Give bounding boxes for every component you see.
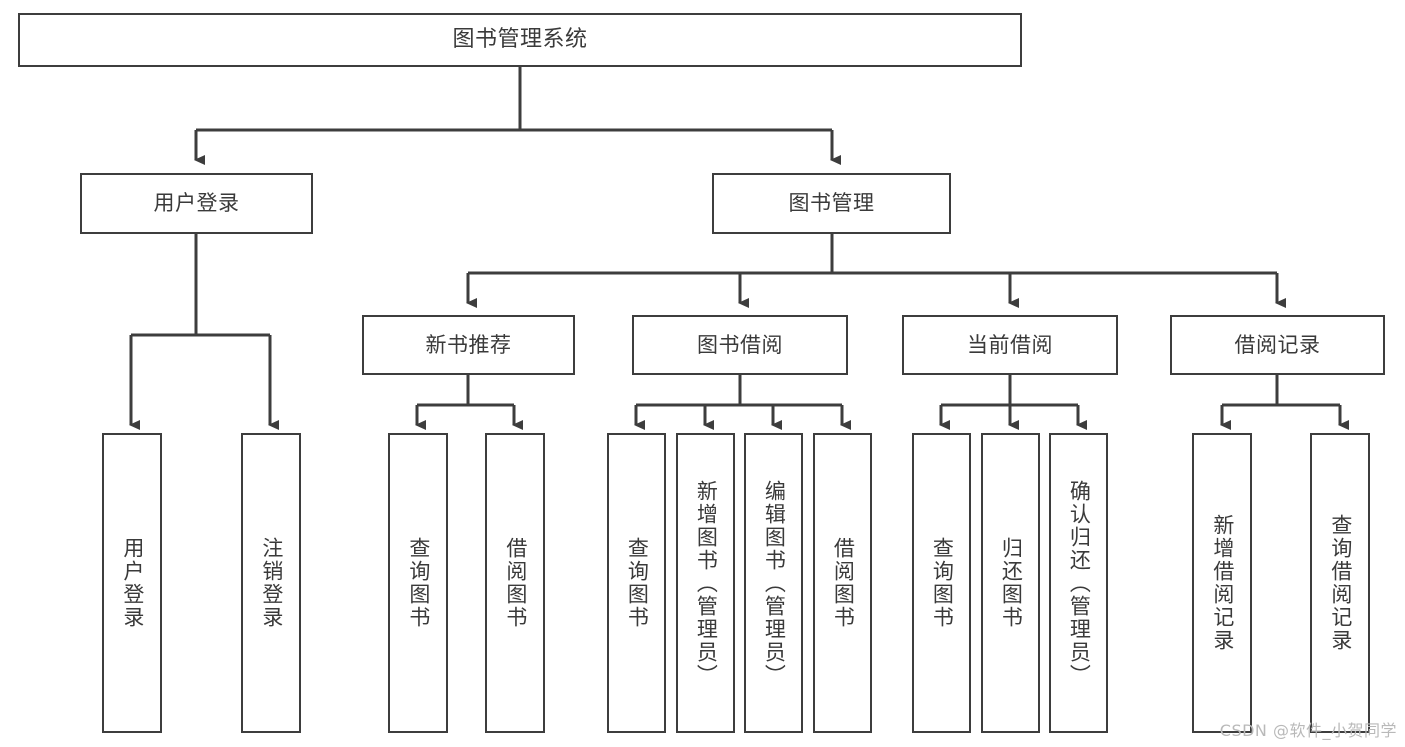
leaf-confirm-return[interactable]: 确认归还（管理员） xyxy=(1049,433,1108,733)
leaf-borrow-book-a-label: 借阅图书 xyxy=(503,537,528,629)
node-root[interactable]: 图书管理系统 xyxy=(18,13,1022,67)
leaf-user-login[interactable]: 用户登录 xyxy=(102,433,162,733)
node-root-label: 图书管理系统 xyxy=(452,27,588,53)
leaf-query-record[interactable]: 查询借阅记录 xyxy=(1310,433,1370,733)
node-book-borrow[interactable]: 图书借阅 xyxy=(632,315,848,375)
leaf-return-book[interactable]: 归还图书 xyxy=(981,433,1040,733)
leaf-query-record-label: 查询借阅记录 xyxy=(1328,514,1353,652)
leaf-confirm-return-label: 确认归还（管理员） xyxy=(1067,479,1092,687)
leaf-borrow-book-b[interactable]: 借阅图书 xyxy=(813,433,872,733)
leaf-add-record[interactable]: 新增借阅记录 xyxy=(1192,433,1252,733)
leaf-borrow-book-b-label: 借阅图书 xyxy=(831,537,856,629)
leaf-add-book[interactable]: 新增图书（管理员） xyxy=(676,433,735,733)
leaf-query-book-c[interactable]: 查询图书 xyxy=(912,433,971,733)
leaf-logout-label: 注销登录 xyxy=(259,537,284,629)
leaf-edit-book-label: 编辑图书（管理员） xyxy=(762,479,787,687)
node-current-borrow[interactable]: 当前借阅 xyxy=(902,315,1118,375)
leaf-query-book-b[interactable]: 查询图书 xyxy=(607,433,666,733)
leaf-borrow-book-a[interactable]: 借阅图书 xyxy=(485,433,545,733)
node-book-manage[interactable]: 图书管理 xyxy=(712,173,951,234)
leaf-return-book-label: 归还图书 xyxy=(999,537,1024,629)
leaf-query-book-a-label: 查询图书 xyxy=(406,537,431,629)
node-current-borrow-label: 当前借阅 xyxy=(967,332,1053,357)
leaf-logout[interactable]: 注销登录 xyxy=(241,433,301,733)
node-borrow-record-label: 借阅记录 xyxy=(1234,332,1321,357)
leaf-query-book-a[interactable]: 查询图书 xyxy=(388,433,448,733)
leaf-edit-book[interactable]: 编辑图书（管理员） xyxy=(744,433,803,733)
leaf-user-login-label: 用户登录 xyxy=(120,537,145,629)
node-borrow-record[interactable]: 借阅记录 xyxy=(1170,315,1385,375)
node-new-book-recommend-label: 新书推荐 xyxy=(425,332,512,357)
node-user-login-label: 用户登录 xyxy=(153,191,240,216)
leaf-add-book-label: 新增图书（管理员） xyxy=(694,479,719,687)
node-user-login[interactable]: 用户登录 xyxy=(80,173,313,234)
node-book-borrow-label: 图书借阅 xyxy=(697,332,783,357)
leaf-add-record-label: 新增借阅记录 xyxy=(1210,514,1235,652)
node-new-book-recommend[interactable]: 新书推荐 xyxy=(362,315,575,375)
csdn-watermark: CSDN @软件_小贺同学 xyxy=(1219,721,1397,740)
node-book-manage-label: 图书管理 xyxy=(788,191,875,216)
leaf-query-book-b-label: 查询图书 xyxy=(625,537,650,629)
leaf-query-book-c-label: 查询图书 xyxy=(930,537,955,629)
